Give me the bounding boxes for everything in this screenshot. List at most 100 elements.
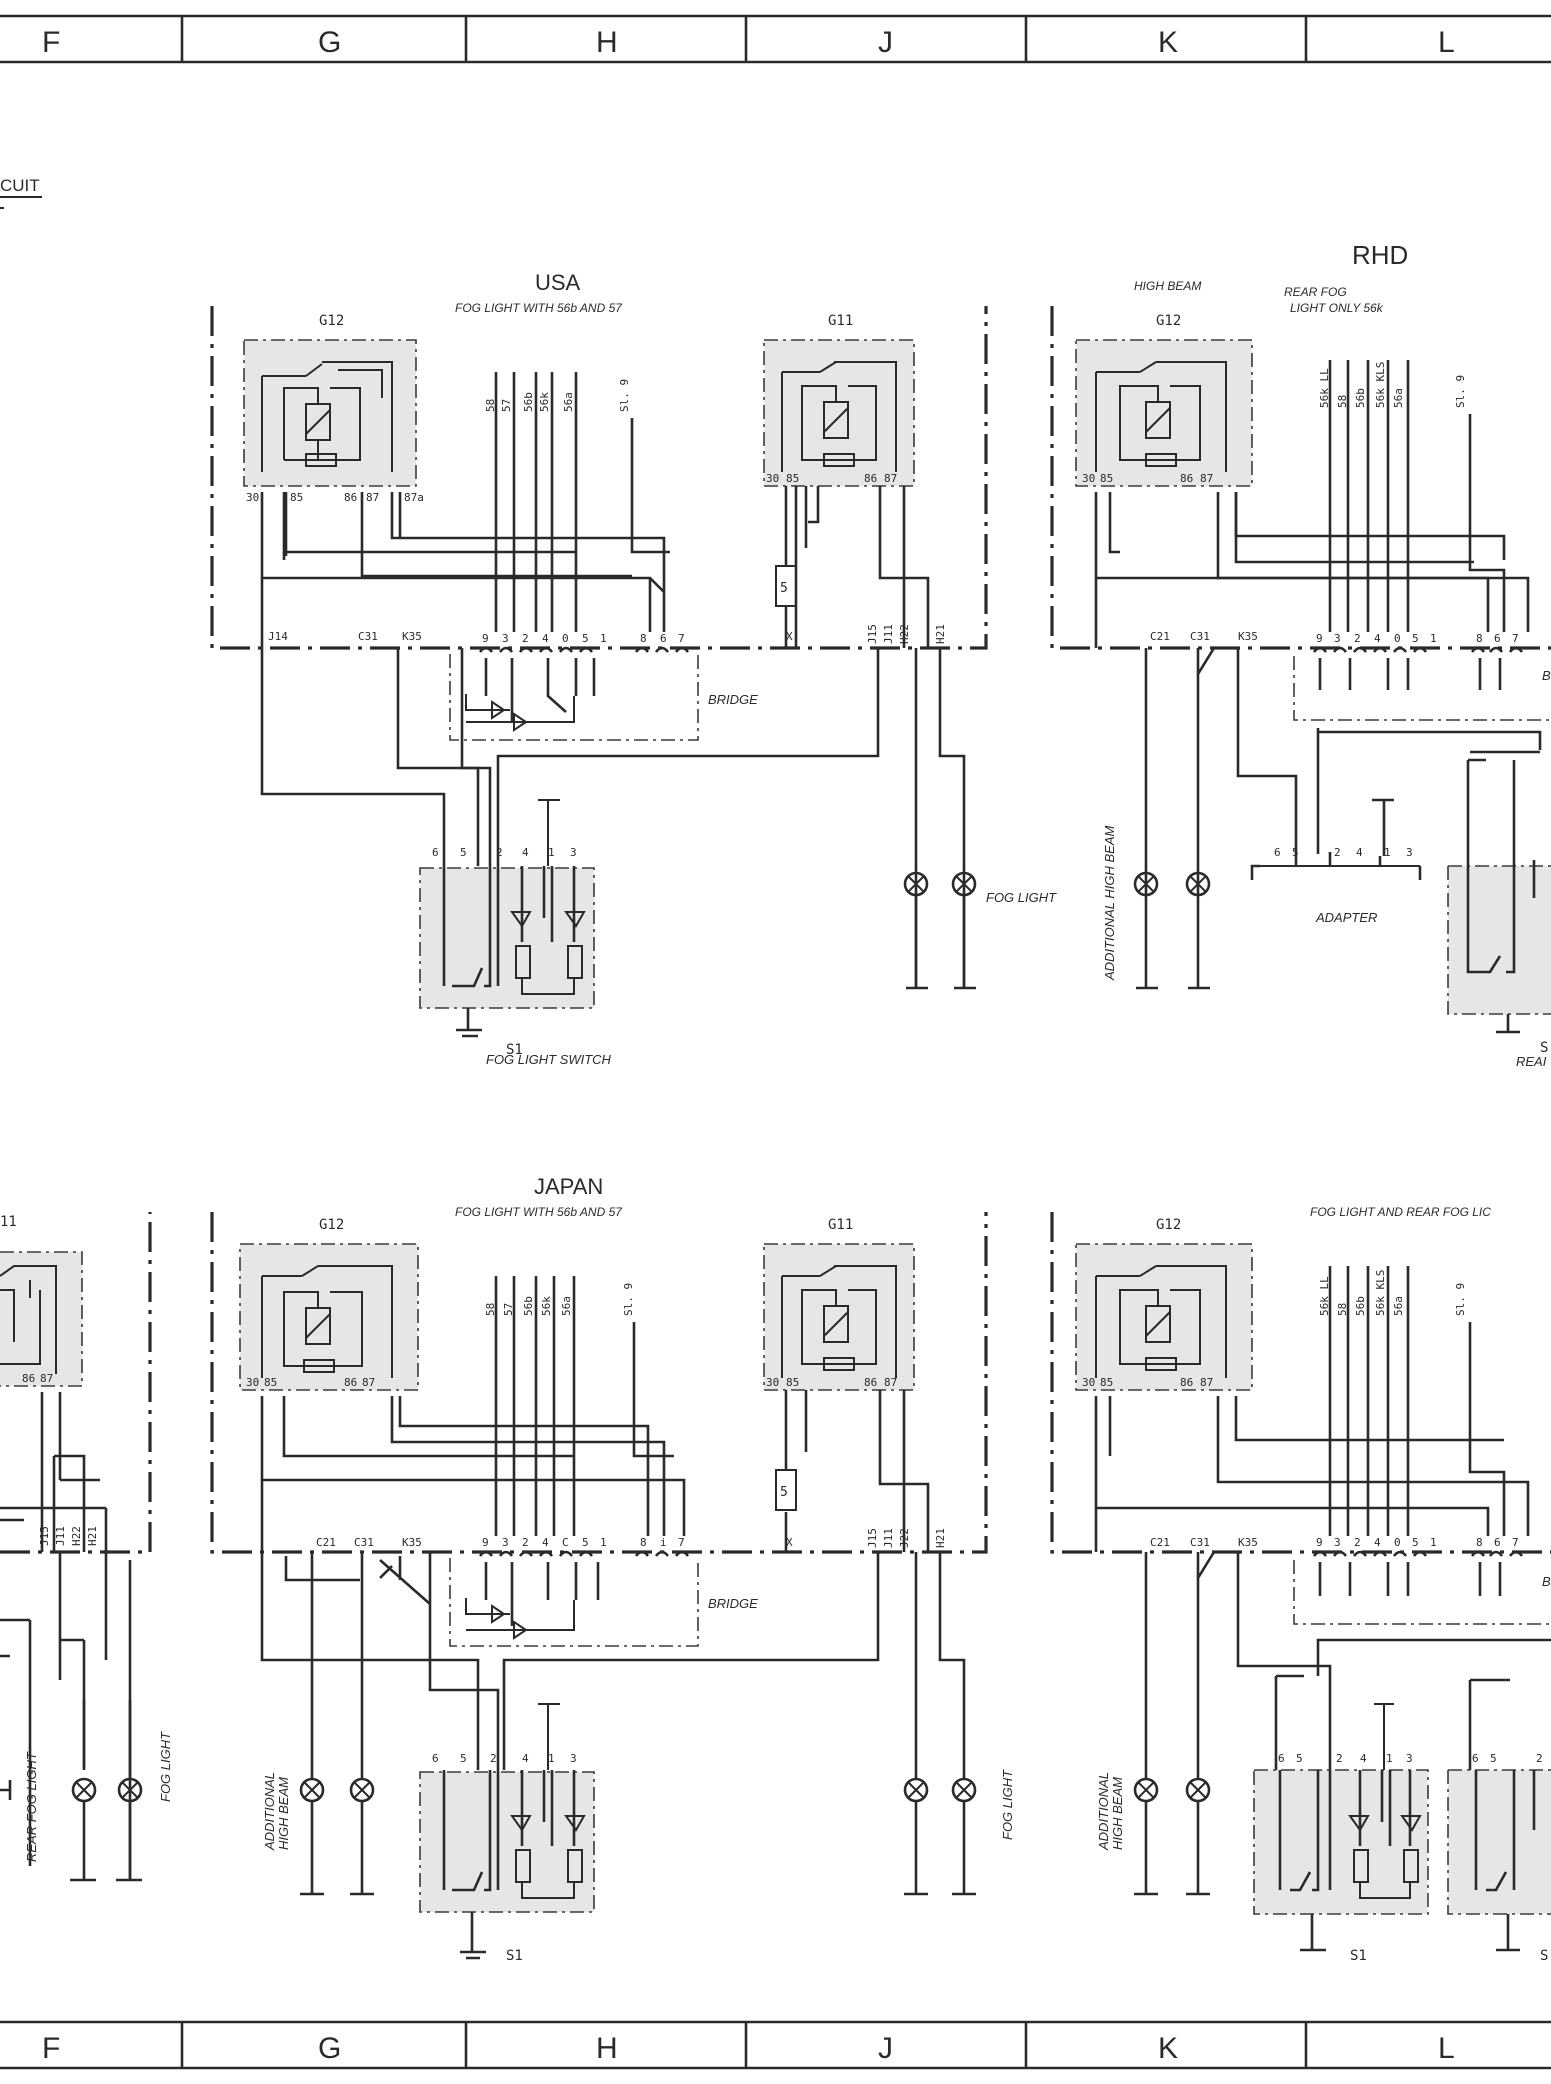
svg-text:85: 85 (786, 1376, 799, 1389)
panel-usa-subtitle: FOG LIGHT WITH 56b AND 57 (455, 301, 623, 315)
svg-text:Sl. 9: Sl. 9 (1454, 375, 1467, 408)
svg-text:86: 86 (22, 1372, 35, 1385)
svg-text:85: 85 (264, 1376, 277, 1389)
svg-text:2: 2 (1334, 846, 1341, 859)
svg-text:85: 85 (1100, 472, 1113, 485)
svg-text:REAR FOG: REAR FOG (1284, 285, 1347, 299)
svg-text:1: 1 (1384, 846, 1391, 859)
grid-col-f-bottom: F (42, 2032, 60, 2065)
svg-text:8: 8 (1476, 1536, 1483, 1549)
svg-text:7: 7 (1512, 1536, 1519, 1549)
svg-text:HIGH BEAM: HIGH BEAM (276, 1777, 291, 1850)
connector-usa: J14 C31 K35 9 3 2 4 0 5 1 8 6 7 X J15 J1… (268, 624, 947, 653)
lamps-japan: ADDITIONAL HIGH BEAM FOG LIGHT (262, 1552, 1015, 1896)
svg-text:87: 87 (1200, 1376, 1213, 1389)
svg-text:56k: 56k (538, 392, 551, 412)
svg-text:K35: K35 (402, 1536, 422, 1549)
relay-g12-label: G12 (319, 313, 344, 329)
svg-text:J11: J11 (54, 1526, 67, 1546)
svg-text:ADAPTER: ADAPTER (1315, 910, 1377, 925)
svg-text:85: 85 (786, 472, 799, 485)
svg-text:5: 5 (780, 1485, 788, 1500)
svg-text:6: 6 (1274, 846, 1281, 859)
svg-text:56b: 56b (1354, 1296, 1367, 1316)
svg-text:30: 30 (246, 1376, 259, 1389)
svg-text:56b: 56b (522, 392, 535, 412)
svg-text:3: 3 (1406, 1752, 1413, 1765)
svg-text:Sl. 9: Sl. 9 (618, 379, 631, 412)
svg-text:56k: 56k (540, 1296, 553, 1316)
svg-text:58: 58 (1336, 395, 1349, 408)
svg-text:56b: 56b (1354, 388, 1367, 408)
svg-text:56k KLS: 56k KLS (1374, 1270, 1387, 1316)
svg-text:6: 6 (660, 632, 667, 645)
svg-text:4: 4 (542, 632, 549, 645)
svg-text:S1: S1 (506, 1042, 523, 1058)
svg-text:ADDITIONAL: ADDITIONAL (1096, 1772, 1111, 1851)
svg-text:30: 30 (1082, 1376, 1095, 1389)
svg-text:J15: J15 (866, 1528, 879, 1548)
svg-text:9: 9 (1316, 632, 1323, 645)
relay-g11-usa: G11 30 85 86 87 (763, 313, 915, 487)
svg-text:3: 3 (570, 846, 577, 859)
switch-s1-japan: 6 5 2 4 1 3 S1 (419, 1703, 595, 1964)
grid-col-l-bottom: L (1438, 2032, 1455, 2065)
switch-fog-rear-partial: 6 5 2 S (1447, 1752, 1551, 1964)
svg-text:FOG LIGHT SWITCH: FOG LIGHT SWITCH (486, 1052, 612, 1067)
svg-text:C31: C31 (1190, 630, 1210, 643)
svg-text:1: 1 (548, 1752, 555, 1765)
svg-text:57: 57 (502, 1303, 515, 1316)
svg-text:5: 5 (1292, 846, 1299, 859)
svg-text:3: 3 (502, 1536, 509, 1549)
svg-text:B: B (1542, 668, 1551, 683)
svg-text:86: 86 (1180, 472, 1193, 485)
svg-text:C21: C21 (1150, 630, 1170, 643)
svg-text:56b: 56b (522, 1296, 535, 1316)
wire-labels-fog-rear: 56k LL 58 56b 56k KLS 56a Sl. 9 (1318, 1270, 1467, 1316)
svg-text:S1: S1 (506, 1948, 523, 1964)
connector-japan: C21 C31 K35 9 3 2 4 C 5 1 8 i 7 X J15 J1… (316, 1528, 947, 1557)
svg-text:2: 2 (496, 846, 503, 859)
bottom-grid-bar: F G H J K L (0, 2020, 1551, 2070)
svg-text:86: 86 (864, 1376, 877, 1389)
header-fragment: CUIT (0, 176, 40, 195)
svg-text:1: 1 (1386, 1752, 1393, 1765)
svg-text:G11: G11 (828, 313, 853, 329)
fog-lamps-usa: FOG LIGHT (903, 871, 1057, 990)
svg-text:4: 4 (1374, 632, 1381, 645)
connector-fog-rear: C21 C31 K35 9 3 2 4 0 5 1 8 6 7 B (1150, 1536, 1551, 1625)
grid-col-k: K (1158, 26, 1178, 59)
svg-text:5: 5 (1412, 1536, 1419, 1549)
svg-text:K35: K35 (402, 630, 422, 643)
svg-text:S: S (1540, 1040, 1548, 1056)
svg-text:9: 9 (482, 632, 489, 645)
svg-text:4: 4 (522, 1752, 529, 1765)
svg-text:H21: H21 (934, 624, 947, 644)
svg-text:6: 6 (1472, 1752, 1479, 1765)
panel-rhd: RHD HIGH BEAM REAR FOG LIGHT ONLY 56k G1… (1050, 240, 1551, 1069)
svg-text:H22: H22 (898, 624, 911, 644)
svg-text:87: 87 (884, 472, 897, 485)
svg-text:4: 4 (522, 846, 529, 859)
svg-text:REAI: REAI (1516, 1054, 1547, 1069)
svg-text:FOG LIGHT: FOG LIGHT (158, 1731, 173, 1802)
svg-text:3: 3 (1334, 632, 1341, 645)
svg-text:6: 6 (1494, 1536, 1501, 1549)
panel-left-partial: 11 86 87 J15 J11 H22 H21 REAR FOG LIGHT … (0, 1212, 173, 1882)
wire-labels-japan: 58 57 56b 56k 56a Sl. 9 (484, 1283, 635, 1316)
svg-text:0: 0 (1394, 1536, 1401, 1549)
svg-text:87: 87 (362, 1376, 375, 1389)
svg-text:56k LL: 56k LL (1318, 368, 1331, 408)
svg-text:C21: C21 (316, 1536, 336, 1549)
svg-text:J11: J11 (882, 624, 895, 644)
grid-col-f: F (42, 26, 60, 59)
svg-text:H21: H21 (934, 1528, 947, 1548)
svg-text:LIGHT ONLY 56k: LIGHT ONLY 56k (1290, 301, 1384, 315)
svg-text:58: 58 (484, 1303, 497, 1316)
svg-text:8: 8 (640, 632, 647, 645)
grid-col-l: L (1438, 26, 1455, 59)
svg-text:86: 86 (864, 472, 877, 485)
bridge-usa: BRIDGE (449, 654, 758, 741)
svg-text:6: 6 (432, 846, 439, 859)
wire-labels-usa: 58 57 56b 56k 56a Sl. 9 (484, 379, 631, 412)
